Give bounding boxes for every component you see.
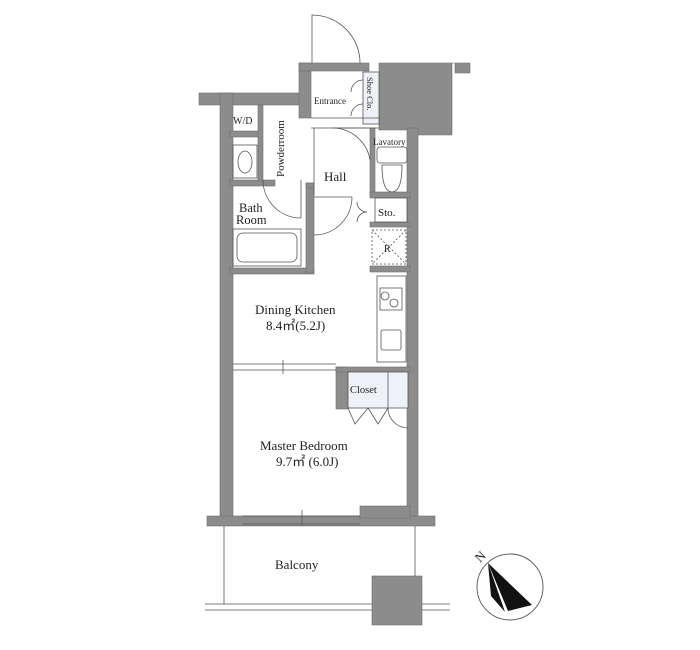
label-shoe-closet: Shoe Clo. (365, 77, 375, 111)
label-balcony: Balcony (275, 557, 319, 572)
storage-tints (347, 71, 409, 409)
label-wd: W/D (233, 116, 252, 127)
toilet (381, 164, 403, 193)
stove-burner-1 (380, 291, 390, 301)
label-master-bedroom: Master Bedroom (260, 438, 348, 453)
washbasin (232, 144, 258, 179)
storage-area (374, 197, 408, 223)
label-bath-line1: Bath (239, 201, 263, 215)
label-dining-kitchen: Dining Kitchen (255, 302, 336, 317)
hall-door-swing (331, 127, 371, 161)
stove-burner-2 (389, 298, 399, 308)
bathtub (232, 228, 302, 267)
compass: N (472, 547, 544, 621)
fixtures (232, 144, 408, 351)
closet-area (347, 371, 409, 409)
compass-needle (488, 563, 532, 611)
label-lavatory: Lavatory (373, 137, 406, 147)
label-refrigerator: R (384, 244, 391, 255)
label-powderroom: Powderroom (275, 120, 287, 177)
label-dining-kitchen-area: 8.4㎡(5.2J) (266, 318, 325, 333)
label-storage: Sto. (378, 207, 396, 219)
label-master-bedroom-area: 9.7㎡ (6.0J) (276, 454, 338, 469)
doors (262, 14, 409, 429)
label-bath-line2: Room (236, 213, 267, 227)
refrigerator-slot (371, 229, 407, 265)
label-closet: Closet (350, 385, 377, 396)
label-entrance: Entrance (314, 96, 346, 106)
room-labels: Entrance Shoe Clo. W/D Powderroom Lavato… (233, 77, 406, 572)
label-hall: Hall (324, 169, 347, 184)
compass-north-label: N (472, 547, 490, 565)
interior-lines (205, 117, 450, 611)
front-door-swing (311, 14, 361, 64)
kitchen-sink (380, 329, 402, 351)
shoe-closet-area (362, 71, 380, 125)
walls (198, 62, 471, 626)
